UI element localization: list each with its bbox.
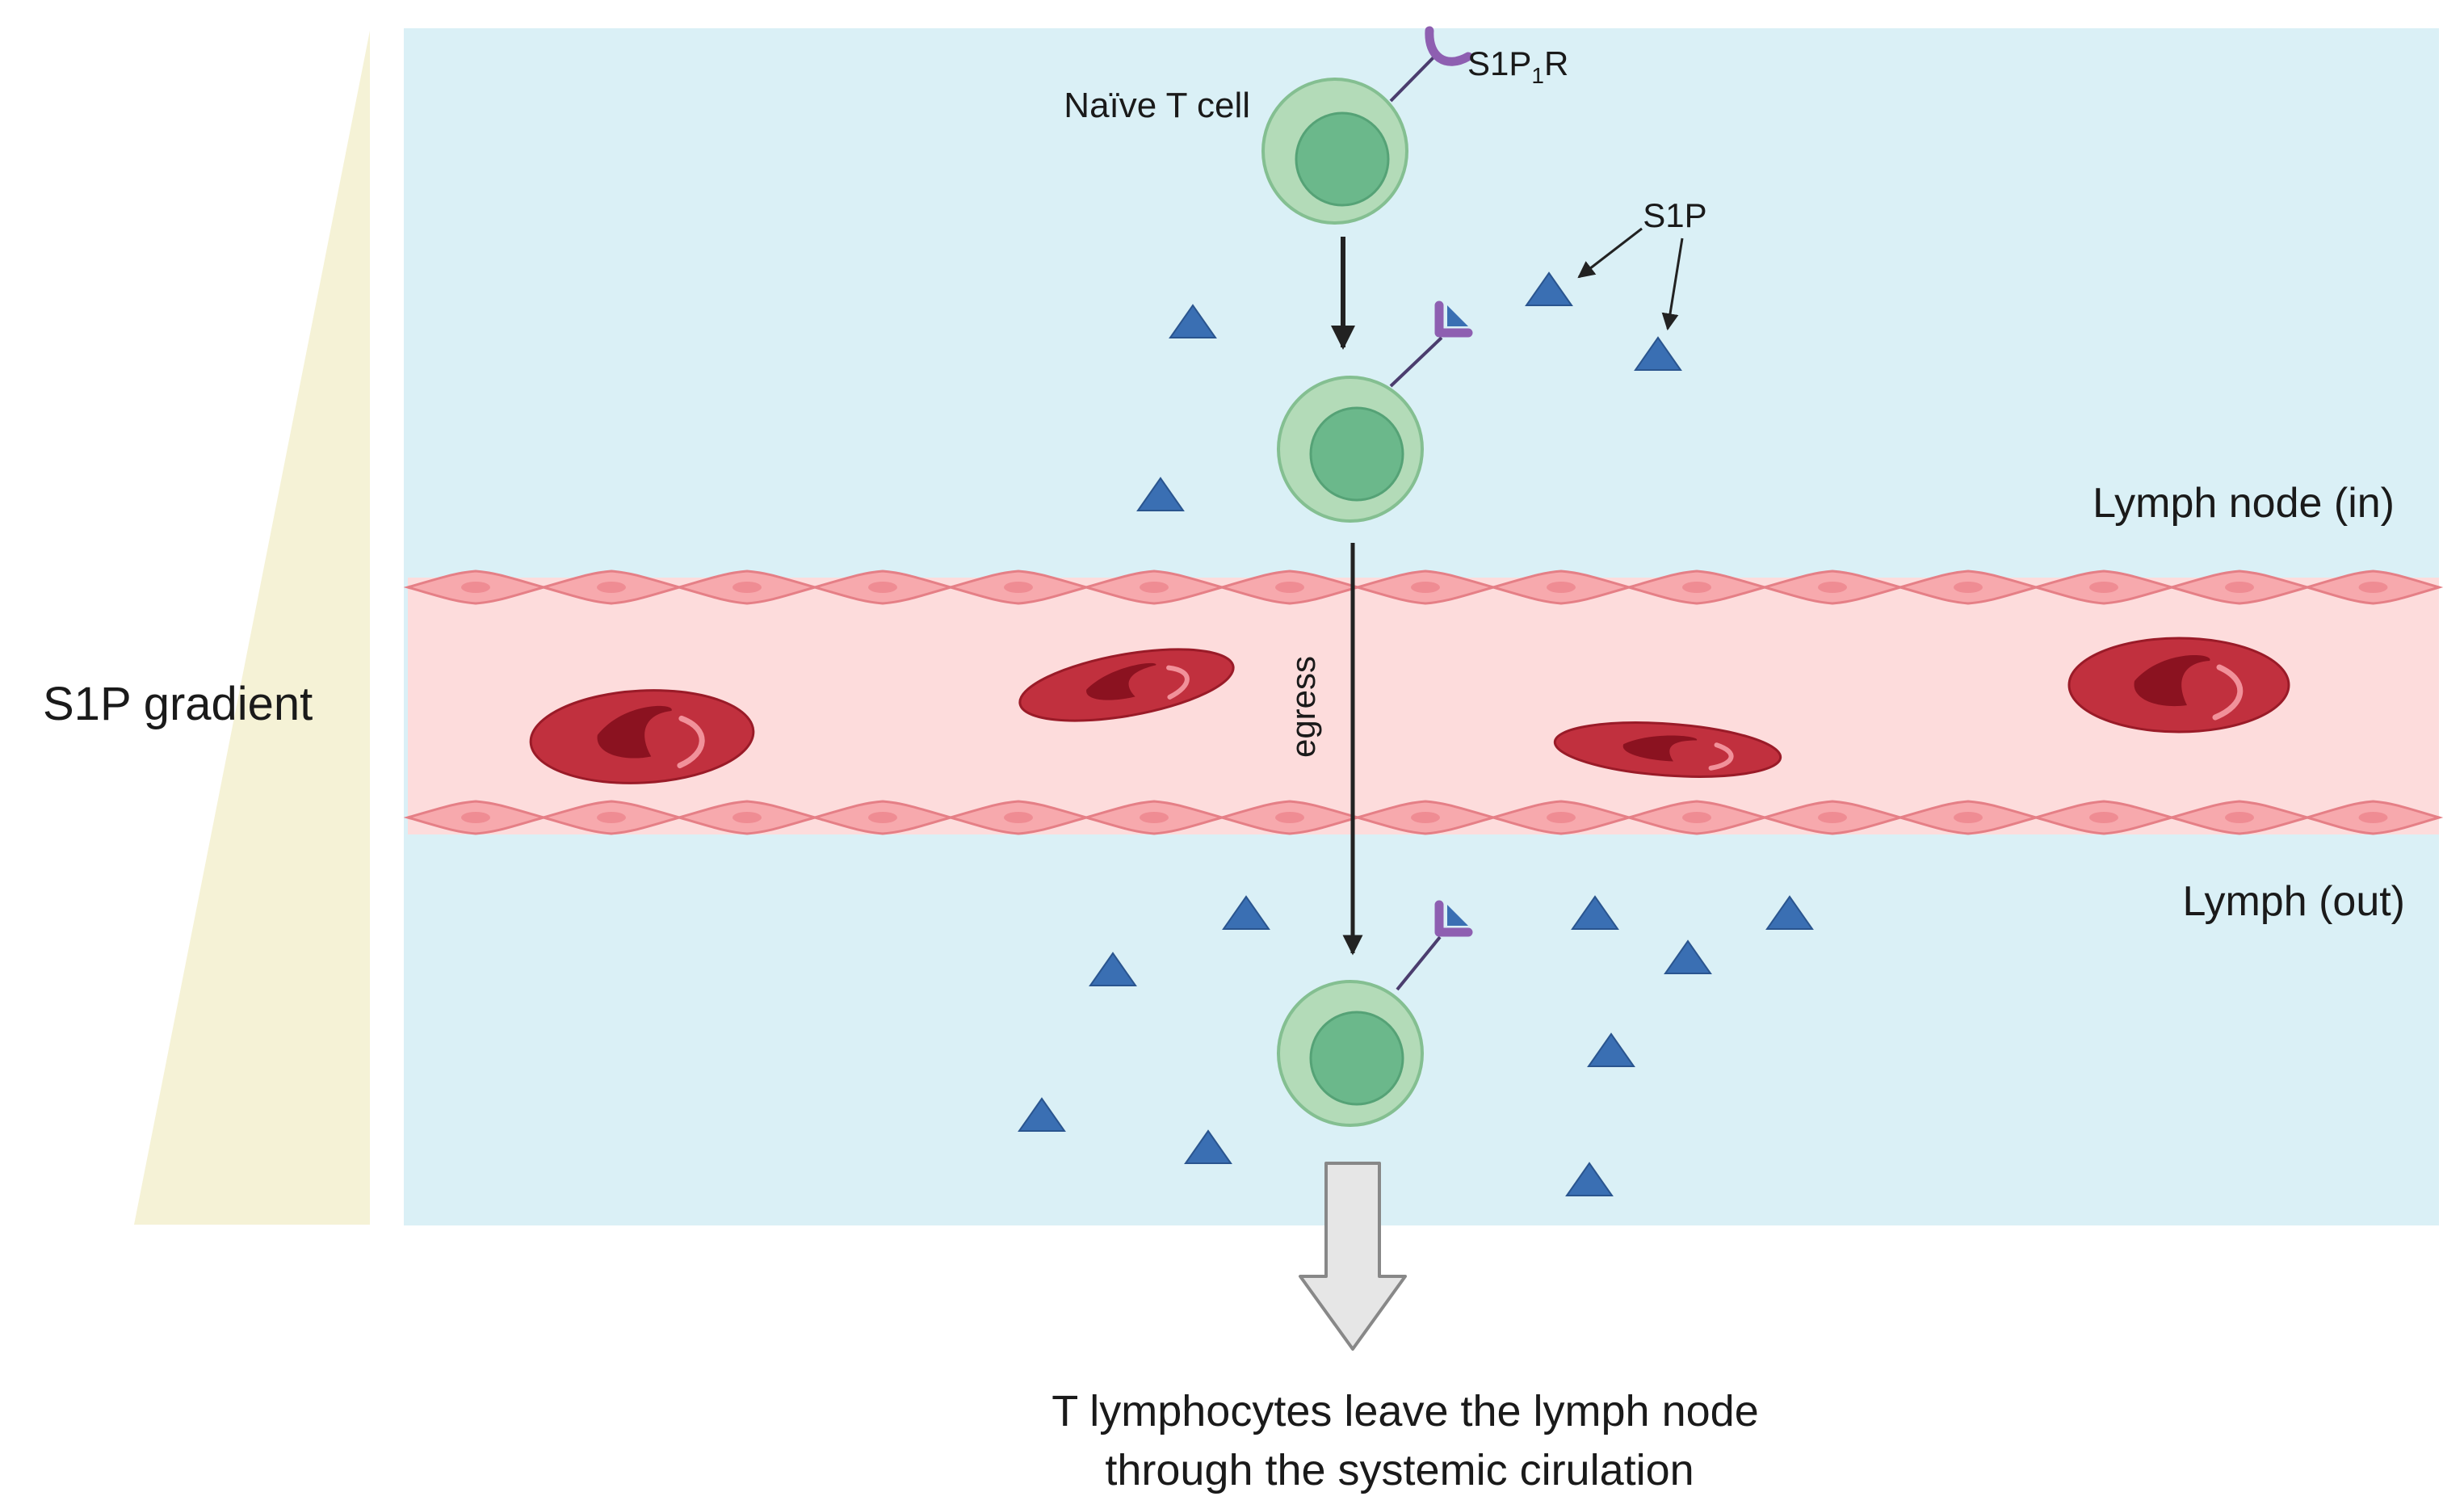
endothelial-nucleus [1682, 582, 1711, 593]
endothelial-nucleus [1004, 812, 1033, 823]
endothelial-nucleus [1547, 582, 1576, 593]
endothelial-nucleus [868, 582, 897, 593]
endothelial-nucleus [2225, 812, 2254, 823]
red-blood-cell [2067, 637, 2290, 733]
t-cell-bound [1277, 301, 1473, 523]
endothelial-nucleus [1818, 812, 1847, 823]
endothelial-nucleus [1140, 812, 1169, 823]
egress-label: egress [1284, 656, 1322, 758]
endothelial-nucleus [2089, 812, 2118, 823]
s1p-triangle-icon [1587, 1032, 1635, 1067]
exit-down-arrow [1299, 1162, 1407, 1351]
s1p-gradient-wedge [134, 31, 370, 1225]
s1p1r-label: S1P1R [1467, 44, 1568, 88]
caption-line-2: through the systemic cirulation [1105, 1446, 1694, 1494]
t-cell-out [1277, 900, 1473, 1127]
s1p-triangle-icon [1089, 952, 1137, 986]
endothelial-nucleus [597, 812, 626, 823]
endothelial-nucleus [732, 582, 762, 593]
receptor-unbound-icon [1425, 26, 1473, 66]
s1p-pointer-arrow [1661, 237, 1684, 331]
s1p-pointer-arrow [1577, 227, 1643, 279]
red-blood-cell [1553, 721, 1782, 778]
naive-t-cell [1261, 26, 1473, 225]
endothelial-nucleus [1818, 582, 1847, 593]
s1p-label: S1P [1643, 196, 1706, 234]
s1p-triangle-icon [1169, 304, 1217, 338]
receptor-bound-icon [1434, 301, 1473, 338]
endothelial-nucleus [1411, 582, 1440, 593]
endothelial-nucleus [1547, 812, 1576, 823]
endothelial-nucleus [597, 582, 626, 593]
endothelial-nucleus [1004, 582, 1033, 593]
s1p-triangle-icon [1018, 1097, 1066, 1132]
s1p-triangle-icon [1184, 1129, 1232, 1164]
endothelium-bottom [403, 800, 2444, 835]
lymph-out-label: Lymph (out) [2182, 878, 2405, 925]
endothelial-nucleus [461, 812, 490, 823]
naive-t-cell-label: Naïve T cell [1064, 86, 1250, 125]
endothelial-nucleus [461, 582, 490, 593]
s1p-triangle-icon [1565, 1162, 1614, 1196]
s1p-triangle-icon [1664, 939, 1712, 974]
s1p-triangle-icon [1136, 477, 1185, 511]
endothelial-nucleus [1275, 582, 1304, 593]
s1p-triangle-icon [1525, 271, 1573, 306]
endothelial-nucleus [2225, 582, 2254, 593]
endothelial-nucleus [1954, 812, 1983, 823]
s1p-gradient-label: S1P gradient [43, 678, 313, 730]
endothelial-nucleus [868, 812, 897, 823]
endothelial-nucleus [1411, 812, 1440, 823]
s1p-triangle-icon [1634, 336, 1682, 371]
s1p-triangle-icon [1222, 895, 1270, 930]
endothelial-nucleus [2358, 582, 2388, 593]
receptor-bound-icon [1434, 900, 1473, 937]
endothelial-nucleus [2358, 812, 2388, 823]
endothelium-top [403, 570, 2444, 605]
caption-line-1: T lymphocytes leave the lymph node [1052, 1387, 1758, 1435]
lymph-node-in-label: Lymph node (in) [2093, 480, 2395, 527]
red-blood-cell [1018, 648, 1235, 722]
red-blood-cell [529, 689, 755, 784]
endothelial-nucleus [1954, 582, 1983, 593]
s1p-triangle-icon [1765, 895, 1814, 930]
endothelial-nucleus [1682, 812, 1711, 823]
endothelial-nucleus [1275, 812, 1304, 823]
s1p-molecules [1018, 271, 1814, 1196]
s1p-triangle-icon [1571, 895, 1619, 930]
endothelial-nucleus [732, 812, 762, 823]
endothelial-nucleus [2089, 582, 2118, 593]
endothelial-nucleus [1140, 582, 1169, 593]
